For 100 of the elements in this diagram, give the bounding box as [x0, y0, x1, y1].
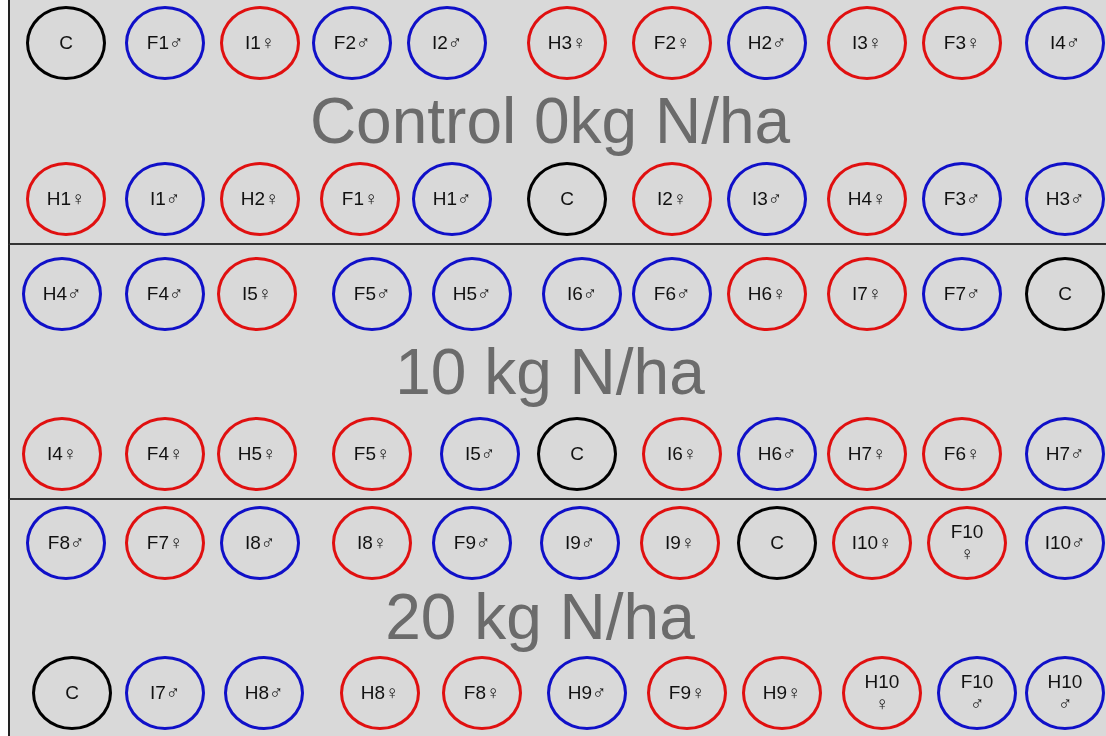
plot-label: I7♀ — [851, 283, 883, 305]
plot-label: F10 ♀ — [949, 521, 985, 565]
plot-circle — [1025, 162, 1105, 236]
plot-label: H3♂ — [1045, 188, 1085, 210]
plot-circle — [442, 656, 522, 730]
treatment-band — [8, 245, 1106, 500]
plot-label: F10 ♂ — [959, 671, 995, 715]
plot-circle — [332, 257, 412, 331]
plot-label: I3♂ — [751, 188, 783, 210]
plot-circle — [827, 162, 907, 236]
plot-circle — [125, 506, 205, 580]
plot-circle — [632, 257, 712, 331]
plot-label: H4♀ — [847, 188, 887, 210]
plot-circle — [224, 656, 304, 730]
plot-circle — [125, 417, 205, 491]
plot-circle — [632, 6, 712, 80]
plot-label: C — [570, 443, 584, 465]
plot-circle — [320, 162, 400, 236]
plot-label: H6♂ — [757, 443, 797, 465]
plot-circle — [842, 656, 922, 730]
plot-circle — [927, 506, 1007, 580]
plot-circle — [407, 6, 487, 80]
plot-label: H5♀ — [237, 443, 277, 465]
plot-label: I7♂ — [149, 682, 181, 704]
plot-circle — [32, 656, 112, 730]
plot-label: I5♂ — [464, 443, 496, 465]
plot-circle — [217, 257, 297, 331]
plot-label: H2♀ — [240, 188, 280, 210]
plot-circle — [432, 506, 512, 580]
plot-label: F4♂ — [146, 283, 184, 305]
plot-label: F2♂ — [333, 32, 371, 54]
plot-circle — [312, 6, 392, 80]
plot-label: I6♂ — [566, 283, 598, 305]
plot-circle — [922, 6, 1002, 80]
plot-circle — [26, 6, 106, 80]
plot-circle — [217, 417, 297, 491]
plot-label: H2♂ — [747, 32, 787, 54]
plot-circle — [332, 506, 412, 580]
plot-circle — [332, 417, 412, 491]
plot-label: F1♀ — [341, 188, 379, 210]
plot-label: H5♂ — [452, 283, 492, 305]
plot-circle — [432, 257, 512, 331]
plot-label: I1♀ — [244, 32, 276, 54]
plot-circle — [527, 6, 607, 80]
plot-circle — [220, 506, 300, 580]
plot-label: F3♂ — [943, 188, 981, 210]
treatment-band — [8, 0, 1106, 245]
plot-circle — [647, 656, 727, 730]
plot-label: F6♀ — [943, 443, 981, 465]
plot-circle — [742, 656, 822, 730]
plot-circle — [922, 417, 1002, 491]
plot-circle — [540, 506, 620, 580]
plot-circle — [125, 656, 205, 730]
plot-label: F1♂ — [146, 32, 184, 54]
plot-label: I8♀ — [356, 532, 388, 554]
plot-label: F9♀ — [668, 682, 706, 704]
plot-label: F5♀ — [353, 443, 391, 465]
plot-label: I4♀ — [46, 443, 78, 465]
plot-label: F2♀ — [653, 32, 691, 54]
plot-circle — [125, 162, 205, 236]
plot-label: I8♂ — [244, 532, 276, 554]
plot-label: I2♂ — [431, 32, 463, 54]
plot-label: H1♀ — [46, 188, 86, 210]
plot-circle — [340, 656, 420, 730]
plot-label: I9♀ — [664, 532, 696, 554]
plot-circle — [937, 656, 1017, 730]
plot-circle — [125, 6, 205, 80]
plot-label: F8♀ — [463, 682, 501, 704]
plot-label: I10♀ — [851, 532, 893, 554]
plot-label: H6♀ — [747, 283, 787, 305]
plot-circle — [832, 506, 912, 580]
plot-label: F8♂ — [47, 532, 85, 554]
plot-label: F7♂ — [943, 283, 981, 305]
plot-label: H10 ♂ — [1046, 671, 1084, 715]
plot-circle — [827, 6, 907, 80]
plot-label: F9♂ — [453, 532, 491, 554]
plot-label: I3♀ — [851, 32, 883, 54]
plot-circle — [220, 6, 300, 80]
plot-label: F7♀ — [146, 532, 184, 554]
plot-label: F3♀ — [943, 32, 981, 54]
plot-circle — [22, 417, 102, 491]
plot-label: C — [59, 32, 73, 54]
plot-circle — [542, 257, 622, 331]
plot-circle — [1025, 656, 1105, 730]
plot-label: H10 ♀ — [863, 671, 901, 715]
plot-circle — [26, 506, 106, 580]
plot-label: F5♂ — [353, 283, 391, 305]
plot-label: H9♂ — [567, 682, 607, 704]
plot-label: I5♀ — [241, 283, 273, 305]
plot-circle — [737, 506, 817, 580]
plot-circle — [827, 417, 907, 491]
plot-label: I9♂ — [564, 532, 596, 554]
plot-circle — [1025, 257, 1105, 331]
plot-label: H4♂ — [42, 283, 82, 305]
plot-label: C — [65, 682, 79, 704]
plot-circle — [547, 656, 627, 730]
plot-circle — [827, 257, 907, 331]
plot-circle — [22, 257, 102, 331]
plot-circle — [1025, 6, 1105, 80]
plot-circle — [727, 6, 807, 80]
